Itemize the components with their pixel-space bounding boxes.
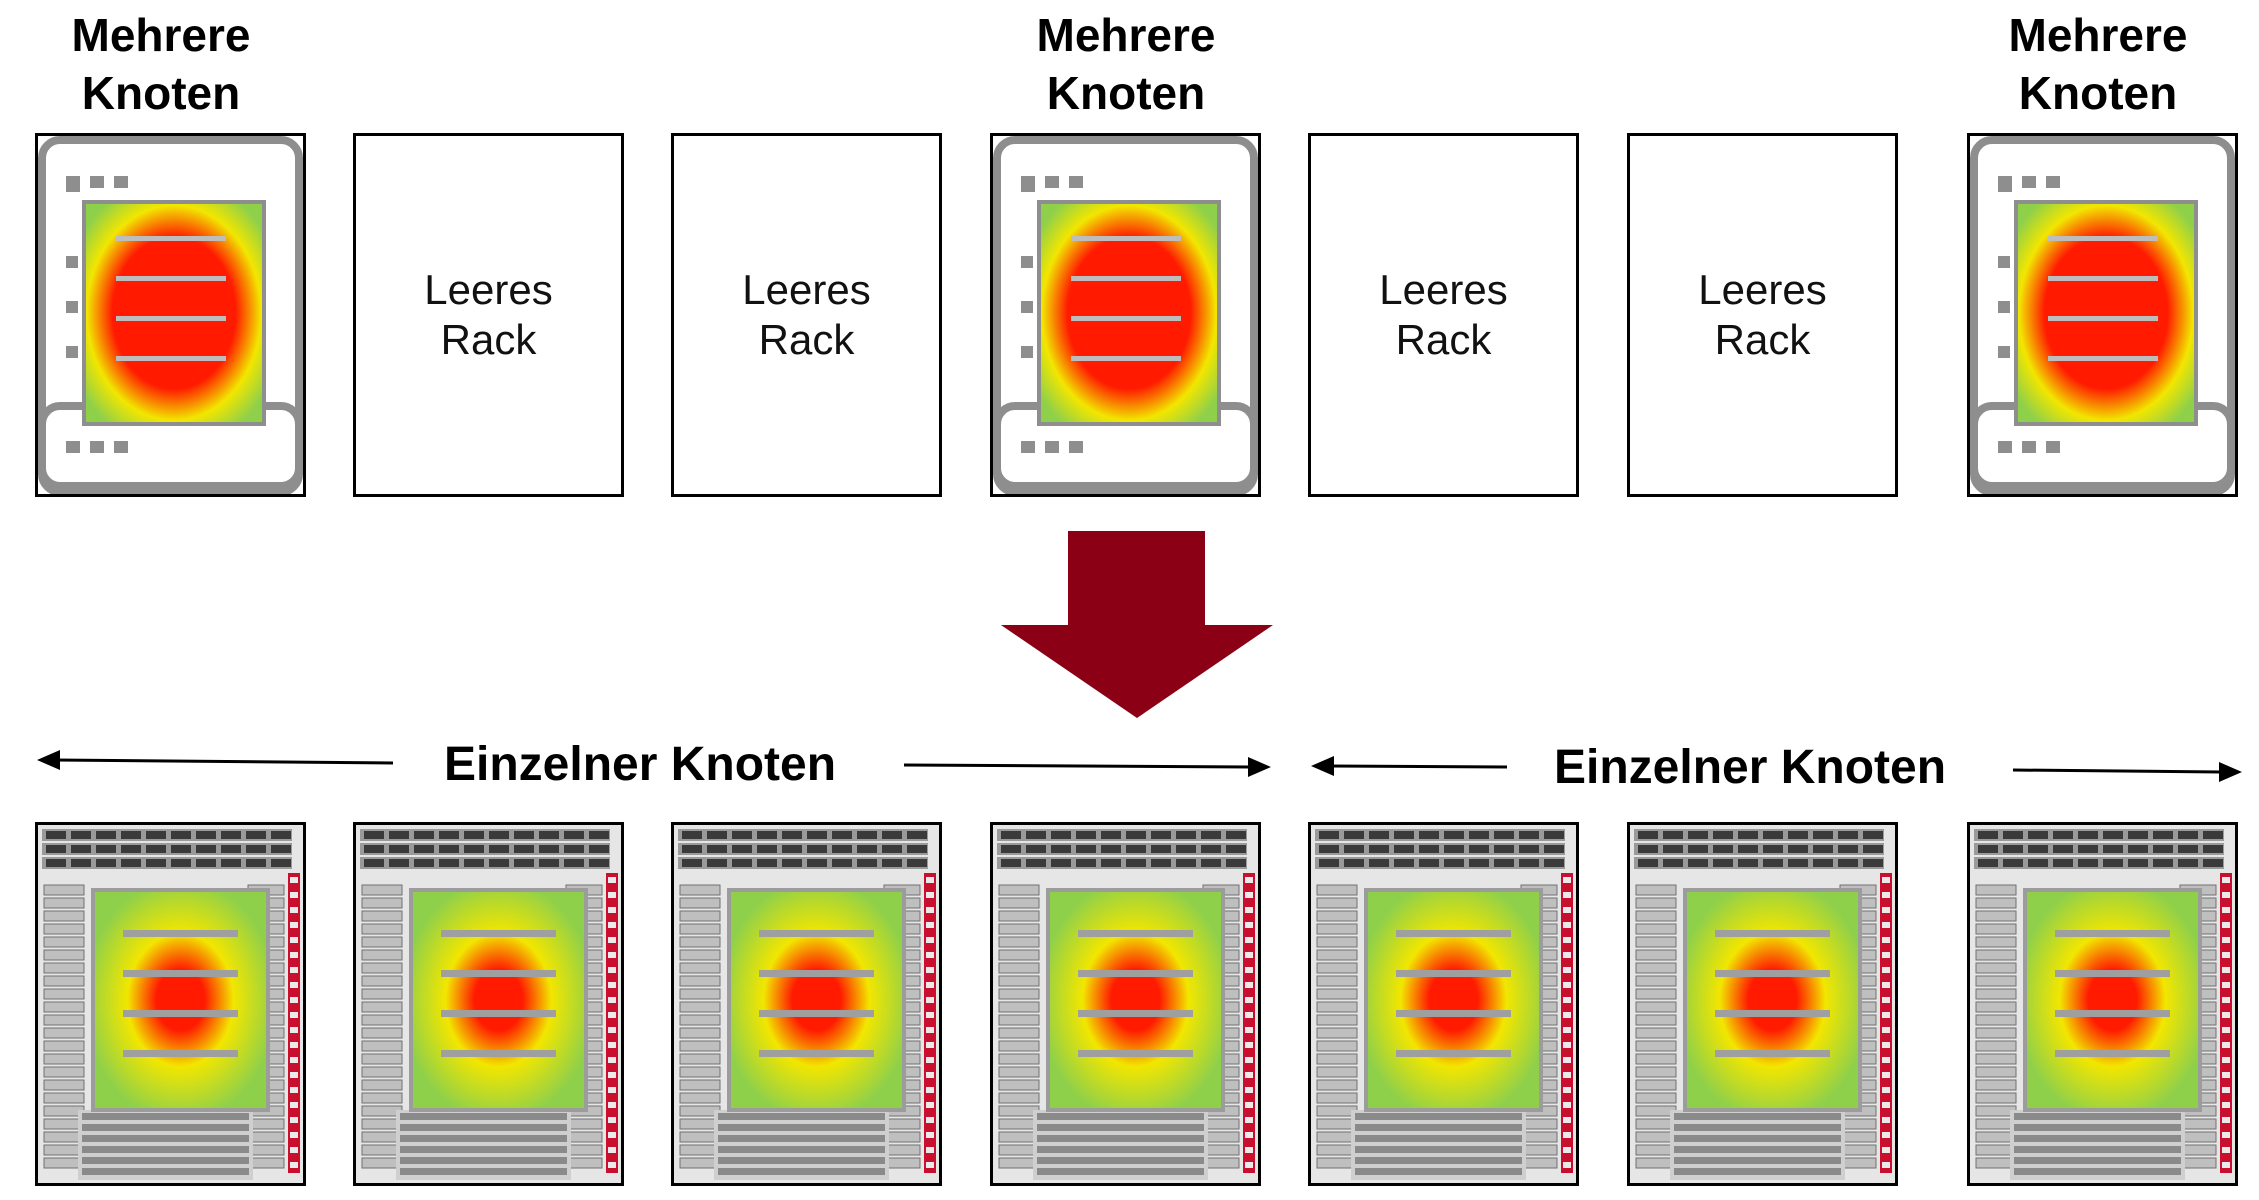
rack-single-node-3 (671, 822, 942, 1186)
rack-multi-node-1 (35, 133, 306, 497)
server-chassis-icon (1970, 136, 2235, 494)
rack-empty-4: Leeres Rack (1627, 133, 1898, 497)
rack-single-node-4 (990, 822, 1261, 1186)
multi-node-title-3: Mehrere Knoten (1948, 6, 2248, 122)
server-chassis-icon (993, 136, 1258, 494)
chassis-photo-icon (38, 825, 303, 1183)
chassis-photo-icon (1311, 825, 1576, 1183)
rack-empty-1: Leeres Rack (353, 133, 624, 497)
chassis-photo-icon (993, 825, 1258, 1183)
empty-rack-label: Leeres Rack (1311, 265, 1576, 365)
empty-rack-label: Leeres Rack (674, 265, 939, 365)
chassis-photo-icon (674, 825, 939, 1183)
single-node-label-1: Einzelner Knoten (444, 735, 836, 795)
rack-empty-2: Leeres Rack (671, 133, 942, 497)
rack-single-node-6 (1627, 822, 1898, 1186)
chassis-photo-icon (356, 825, 621, 1183)
server-chassis-icon (38, 136, 303, 494)
multi-node-title-2: Mehrere Knoten (976, 6, 1276, 122)
single-node-label-2: Einzelner Knoten (1554, 738, 1946, 798)
rack-single-node-7 (1967, 822, 2238, 1186)
rack-multi-node-3 (1967, 133, 2238, 497)
multi-node-title-1: Mehrere Knoten (11, 6, 311, 122)
rack-empty-3: Leeres Rack (1308, 133, 1579, 497)
rack-single-node-2 (353, 822, 624, 1186)
down-arrow-shape (1001, 531, 1273, 718)
chassis-photo-icon (1630, 825, 1895, 1183)
chassis-photo-icon (1970, 825, 2235, 1183)
rack-multi-node-2 (990, 133, 1261, 497)
empty-rack-label: Leeres Rack (356, 265, 621, 365)
empty-rack-label: Leeres Rack (1630, 265, 1895, 365)
rack-single-node-1 (35, 822, 306, 1186)
rack-single-node-5 (1308, 822, 1579, 1186)
